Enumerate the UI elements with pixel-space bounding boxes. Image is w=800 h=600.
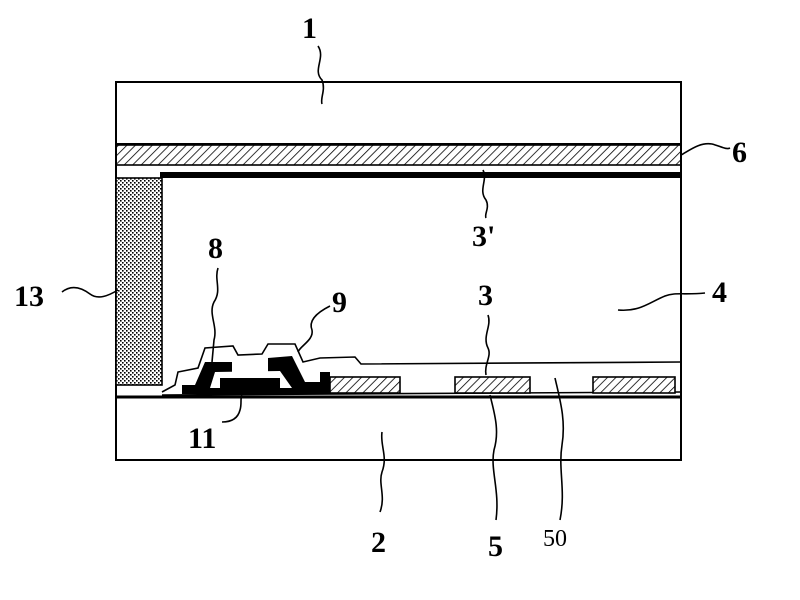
label-50: 50	[543, 526, 567, 552]
layer-6-hatched	[116, 145, 681, 165]
pixel-electrodes-5	[330, 377, 675, 393]
upper-substrate	[116, 82, 681, 144]
sealant-13	[116, 178, 162, 385]
label-5: 5	[488, 530, 503, 563]
label-11: 11	[188, 422, 216, 455]
label-6: 6	[732, 136, 747, 169]
label-4: 4	[712, 276, 727, 309]
label-2: 2	[371, 526, 386, 559]
label-3: 3	[478, 279, 493, 312]
label-9: 9	[332, 286, 347, 319]
electrode-3-prime	[160, 172, 681, 178]
label-1: 1	[302, 12, 317, 45]
label-3-prime: 3'	[472, 220, 495, 253]
label-8: 8	[208, 232, 223, 265]
label-13: 13	[14, 280, 44, 313]
tft-layers	[182, 356, 330, 394]
